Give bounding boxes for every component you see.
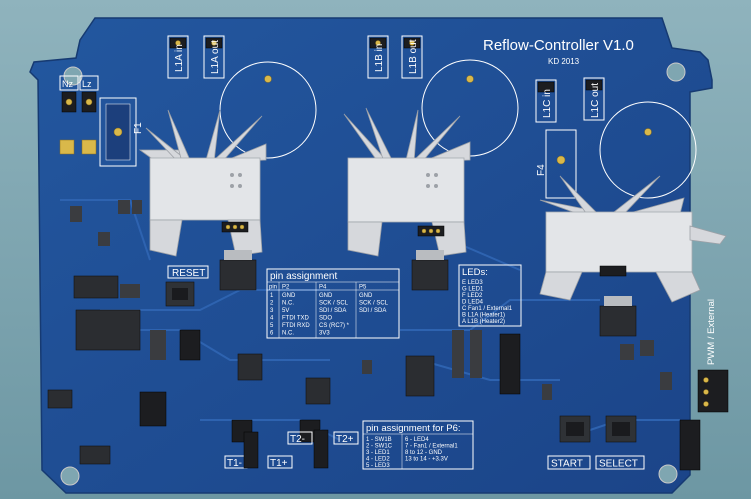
p6-left-item: 4 - LED2 [366,457,390,463]
t1-plus-connector: T1+ [267,455,293,469]
t1-minus-connector: T1- [224,431,259,469]
pin-table-cell: SDI / SDA [319,308,346,314]
pin-table-cell: 2 [270,301,274,307]
p6-right-item: 7 - Fan1 / External1 [405,444,458,450]
pwm-external-label: PWM / External [706,299,717,365]
pin-table-cell: 3V3 [319,331,330,337]
l1b-out-connector: L1B out [401,35,423,79]
leds-title: LEDs: [462,267,488,278]
l1c-in-label: L1C in [542,89,553,118]
pin-table-cell: 6 [270,331,274,337]
pin-table-cell: 5V [282,308,289,314]
p6-left-item: 1 - SW1B [366,437,392,443]
fuse-f1: F1 [99,97,144,167]
reset-button[interactable]: RESET [165,265,209,307]
pin-table-cell: SCK / SCL [319,301,349,307]
l1c-in-connector: L1C in [535,79,557,123]
relay-outlines [219,59,697,199]
pin-assignment-table: pin assignment pin P2 P4 P5 1 GND GND GN… [266,268,400,339]
p6-right-item: 6 - LED4 [405,437,429,443]
left-ics [47,139,201,465]
pin-table-title: pin assignment [270,271,337,282]
pin-table-cell: GND [319,293,333,299]
l1c-out-label: L1C out [590,83,601,118]
t2-plus-connector: T2+ [333,431,359,445]
select-button[interactable]: SELECT [595,415,645,470]
p6-pin-assignment: pin assignment for P6: 1 - SW1B 2 - SW1C… [362,420,474,470]
lz-connector: Lz [79,75,99,113]
triac-modules [219,250,637,337]
start-button-label: START [551,459,583,470]
pin-table-header-p2: P2 [282,285,290,291]
t2-plus-label: T2+ [336,434,354,445]
p6-right-item: 13 to 14 - +3.3V [405,457,448,463]
pin-table-cell: 3 [270,308,274,314]
l1a-out-connector: L1A out [203,35,225,79]
board-title: Reflow-Controller V1.0 [483,37,634,54]
heatsink-3 [539,175,727,303]
lz-label: Lz [82,79,92,89]
pin-table-cell: SCK / SCL [359,301,389,307]
select-button-label: SELECT [599,459,638,470]
l1b-in-label: L1B in [374,44,385,72]
t1-minus-label: T1- [227,458,242,469]
pin-table-cell: N.C. [282,301,294,307]
p6-title: pin assignment for P6: [366,423,461,434]
nz-connector: Nz [59,75,79,113]
t2-minus-connector: T2- [287,429,329,469]
pcb-board [29,17,713,494]
p6-right-item: 8 to 12 - GND [405,450,443,456]
p6-left-item: 5 - LED3 [366,463,390,469]
right-side-parts [542,340,701,471]
leds-item: G LED1 [462,287,484,293]
fuse-f4: F4 [536,129,577,199]
leds-item: D LED4 [462,300,484,306]
start-button[interactable]: START [547,415,591,470]
l1a-in-label: L1A in [174,44,185,72]
t1-plus-label: T1+ [270,458,288,469]
pin-table-cell: 5 [270,323,274,329]
p6-left-item: 2 - SW1C [366,444,393,450]
pin-table-cell: FTDI TXD [282,316,310,322]
leds-item: C Fan1 / External1 [462,306,513,312]
pin-table-header-p5: P5 [359,285,367,291]
pin-table-cell: CS (RC7) * [319,323,350,329]
heatsink-1 [138,109,267,257]
p6-left-item: 3 - LED1 [366,450,390,456]
pwm-external-connector: PWM / External [697,299,729,413]
pin-table-header-pin: pin [269,285,277,291]
l1a-in-connector: L1A in [167,35,189,79]
pin-table-cell: GND [282,293,296,299]
pin-table-cell: N.C. [282,331,294,337]
pin-table-cell: SDO [319,316,332,322]
pin-table-header-p4: P4 [319,285,327,291]
leds-item: F LED2 [462,293,483,299]
l1c-out-connector: L1C out [583,77,605,121]
nz-label: Nz [62,79,73,89]
t2-minus-label: T2- [290,434,305,445]
l1b-in-connector: L1B in [367,35,389,79]
small-headers [221,221,627,277]
reset-button-label: RESET [172,268,205,279]
leds-item: B L1A (Heater1) [462,313,505,319]
pin-table-cell: FTDI RXD [282,323,310,329]
leds-legend: LEDs: E LED3 G LED1 F LED2 D LED4 C Fan1… [458,264,522,327]
l1a-out-label: L1A out [210,40,221,74]
fuse-f4-label: F4 [536,164,547,176]
leds-item: A L1B (Heater2) [462,319,505,325]
pin-table-cell: 1 [270,293,274,299]
pin-table-cell: 4 [270,316,274,322]
leds-item: E LED3 [462,280,483,286]
pin-table-cell: GND [359,293,373,299]
mounting-holes [60,62,686,486]
board-subtitle: KD 2013 [548,57,580,66]
pin-table-cell: SDI / SDA [359,308,386,314]
fuse-f1-label: F1 [133,122,144,134]
l1b-out-label: L1B out [408,39,419,74]
